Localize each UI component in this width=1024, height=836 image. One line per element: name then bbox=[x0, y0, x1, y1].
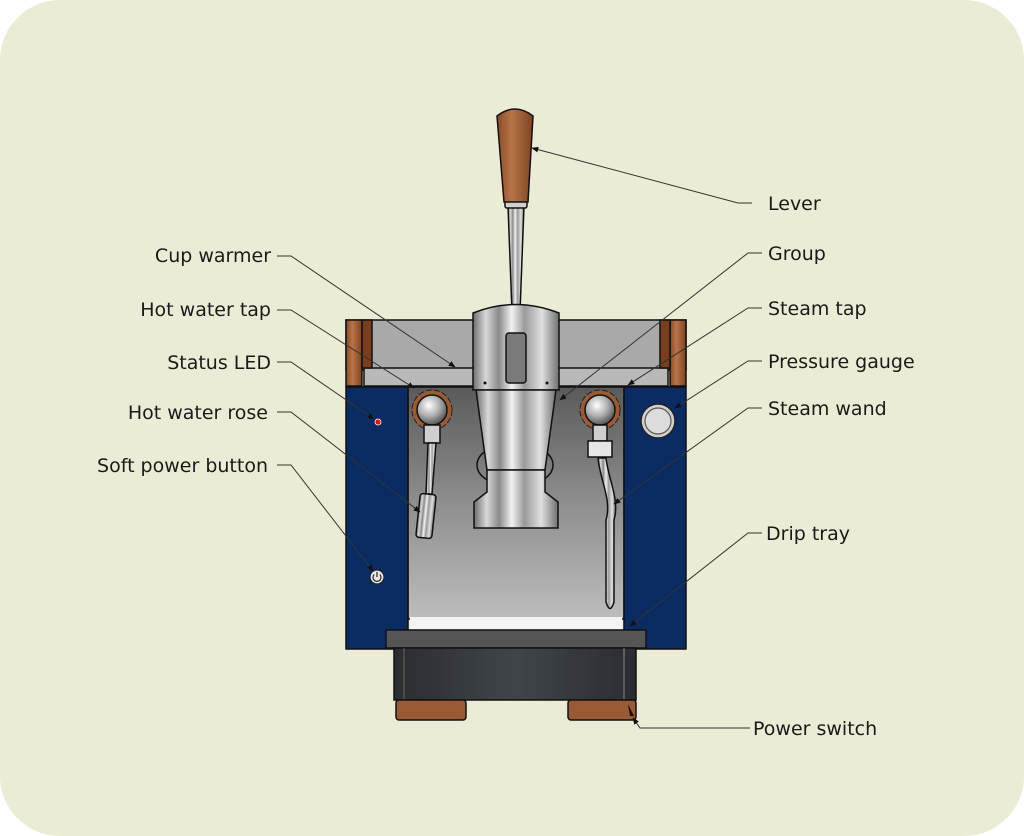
hot-water-rose bbox=[415, 442, 437, 540]
drip-tray[interactable] bbox=[385, 629, 647, 701]
label-group: Group bbox=[768, 243, 826, 265]
steam-wand[interactable] bbox=[597, 457, 617, 610]
label-power-switch: Power switch bbox=[753, 718, 877, 740]
status-led bbox=[374, 418, 382, 426]
label-status-led: Status LED bbox=[167, 352, 271, 374]
power-icon bbox=[372, 574, 382, 582]
label-hot-water-rose: Hot water rose bbox=[128, 402, 268, 424]
label-drip-tray: Drip tray bbox=[766, 523, 850, 545]
right-foot bbox=[567, 699, 637, 721]
callout-labels: Lever Group Steam tap Pressure gauge Ste… bbox=[97, 193, 915, 740]
group bbox=[472, 303, 560, 529]
label-pressure-gauge: Pressure gauge bbox=[768, 351, 915, 373]
lever[interactable] bbox=[496, 108, 534, 313]
pressure-gauge bbox=[640, 403, 676, 439]
label-cup-warmer: Cup warmer bbox=[155, 245, 271, 267]
drip-grate bbox=[410, 617, 622, 629]
label-steam-tap: Steam tap bbox=[768, 298, 867, 320]
steam-tap[interactable] bbox=[579, 389, 621, 458]
label-hot-water-tap: Hot water tap bbox=[140, 299, 271, 321]
espresso-machine bbox=[345, 108, 687, 721]
hot-water-tap[interactable] bbox=[411, 389, 453, 444]
power-switch[interactable] bbox=[628, 704, 634, 716]
leader-lines bbox=[277, 146, 762, 729]
soft-power-button[interactable] bbox=[369, 569, 385, 585]
left-foot bbox=[395, 699, 467, 721]
left-body-panel bbox=[345, 386, 409, 650]
label-lever: Lever bbox=[768, 193, 821, 215]
label-soft-power-button: Soft power button bbox=[97, 455, 268, 477]
label-steam-wand: Steam wand bbox=[768, 398, 887, 420]
